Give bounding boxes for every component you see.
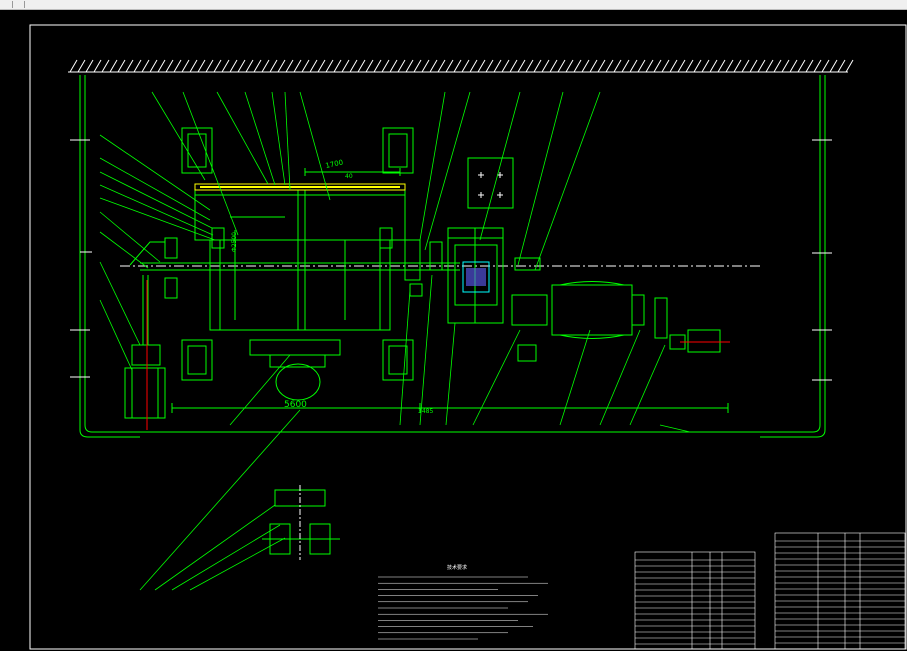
leader-line xyxy=(244,91,276,186)
gear-fill xyxy=(466,268,486,286)
leader-line xyxy=(139,409,301,591)
leader-line xyxy=(271,91,286,186)
notes-title: 技术要求 xyxy=(447,564,467,571)
motor xyxy=(551,281,645,339)
leader-line xyxy=(659,424,691,433)
coupling xyxy=(511,257,548,362)
dim-drum-dia: Φ2500 xyxy=(231,232,238,252)
parts-list-left xyxy=(634,551,756,650)
leader-line xyxy=(472,329,521,426)
cad-drawing-canvas[interactable]: 1700 40 Φ2500 xyxy=(0,10,907,651)
cover-plate-marks xyxy=(478,172,503,198)
leader-line xyxy=(229,354,291,426)
dim-small: 40 xyxy=(345,173,353,180)
gearbox-gears xyxy=(462,261,490,293)
drawing-border xyxy=(29,24,907,650)
shaft-bearings xyxy=(164,227,443,356)
leader-line xyxy=(399,289,411,426)
parts-list-right xyxy=(774,532,906,650)
notes-lines xyxy=(378,576,548,640)
right-brake-unit xyxy=(654,297,721,353)
leader-line xyxy=(154,504,276,591)
leader-line xyxy=(189,537,286,591)
leader-line xyxy=(182,91,239,236)
leader-line xyxy=(517,91,564,266)
leader-line xyxy=(629,344,666,426)
leader-line xyxy=(99,171,213,229)
leader-line xyxy=(419,274,433,426)
dim-drum-length: 1700 xyxy=(325,158,344,170)
parts-list-left-rows xyxy=(635,559,755,645)
dim-overall-length: 5600 xyxy=(284,400,307,410)
leader-line xyxy=(99,197,216,241)
leader-line xyxy=(559,329,591,426)
ceiling-hatch xyxy=(68,59,854,73)
parts-list-right-rows xyxy=(775,540,905,644)
leader-line xyxy=(99,134,211,211)
leader-line xyxy=(534,91,601,271)
hoist-drum xyxy=(194,189,406,331)
leader-line xyxy=(419,91,446,241)
dim-overall-length-right: 3485 xyxy=(418,408,433,415)
drum-dimensions xyxy=(234,168,401,320)
main-shaft xyxy=(120,262,760,271)
left-winch xyxy=(124,241,166,419)
under-pulley xyxy=(269,354,326,401)
centerline-marks xyxy=(70,139,832,381)
leader-line xyxy=(151,91,206,181)
drum-top-beam xyxy=(194,183,406,191)
leader-line xyxy=(445,322,456,426)
leader-line xyxy=(299,91,331,201)
leader-line xyxy=(599,329,641,426)
leader-line xyxy=(171,524,281,591)
leader-line xyxy=(216,91,269,185)
main-dimension-line xyxy=(171,403,729,413)
leader-line xyxy=(99,261,141,346)
leader-line xyxy=(424,91,471,251)
room-outline xyxy=(79,75,826,438)
leader-line xyxy=(99,211,161,263)
leader-line xyxy=(284,91,291,191)
cover-plate xyxy=(467,157,514,209)
leader-lines xyxy=(99,91,691,591)
leader-line xyxy=(99,184,214,236)
toolbar-button[interactable] xyxy=(2,1,13,8)
toolbar-button[interactable] xyxy=(14,1,25,8)
leader-line xyxy=(479,91,521,241)
bearing-housings xyxy=(181,127,414,381)
leader-line xyxy=(99,231,149,269)
window-top-bar xyxy=(0,0,907,10)
leader-line xyxy=(99,157,211,221)
leader-line xyxy=(99,299,133,371)
